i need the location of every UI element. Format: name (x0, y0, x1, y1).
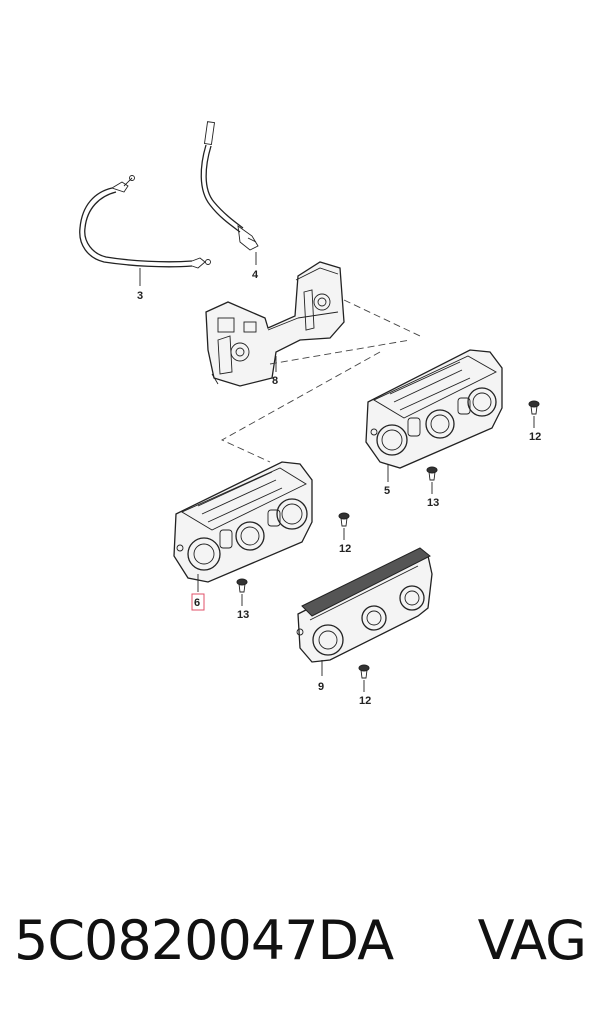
callout-12c: 12 (359, 695, 371, 707)
callout-6: 6 (194, 597, 200, 609)
part-8-bracket[interactable] (205, 261, 345, 387)
leader-dashed-line (343, 299, 421, 337)
callout-8: 8 (272, 375, 278, 387)
callout-5: 5 (384, 485, 390, 497)
callout-3: 3 (137, 290, 143, 302)
part-3-cable[interactable] (79, 175, 211, 287)
callout-13b: 13 (237, 609, 249, 621)
part-9-climate-control[interactable] (296, 547, 433, 676)
part-4-cable[interactable] (200, 121, 259, 265)
screw-12-upper[interactable] (528, 400, 540, 428)
part-number: 5C0820047DA (14, 908, 394, 972)
screw-13-lower[interactable] (236, 578, 248, 606)
brand-label: VAG (477, 908, 587, 972)
screw-12-lower[interactable] (358, 664, 370, 692)
part-6-climate-control[interactable] (173, 461, 313, 592)
parts-diagram: 3 4 8 (79, 121, 541, 707)
callout-9: 9 (318, 681, 324, 693)
callout-4: 4 (252, 269, 259, 281)
leader-dashed-line (221, 351, 381, 463)
screw-12-middle[interactable] (338, 512, 350, 540)
part-5-climate-control[interactable] (365, 349, 503, 482)
highlight-box-6 (191, 593, 205, 611)
part-footer: 5C0820047DA VAG (0, 890, 600, 990)
leader-dashed-line (269, 339, 411, 365)
callout-12a: 12 (529, 431, 541, 443)
callout-12b: 12 (339, 543, 351, 555)
callout-13a: 13 (427, 497, 439, 509)
screw-13-upper[interactable] (426, 466, 438, 494)
